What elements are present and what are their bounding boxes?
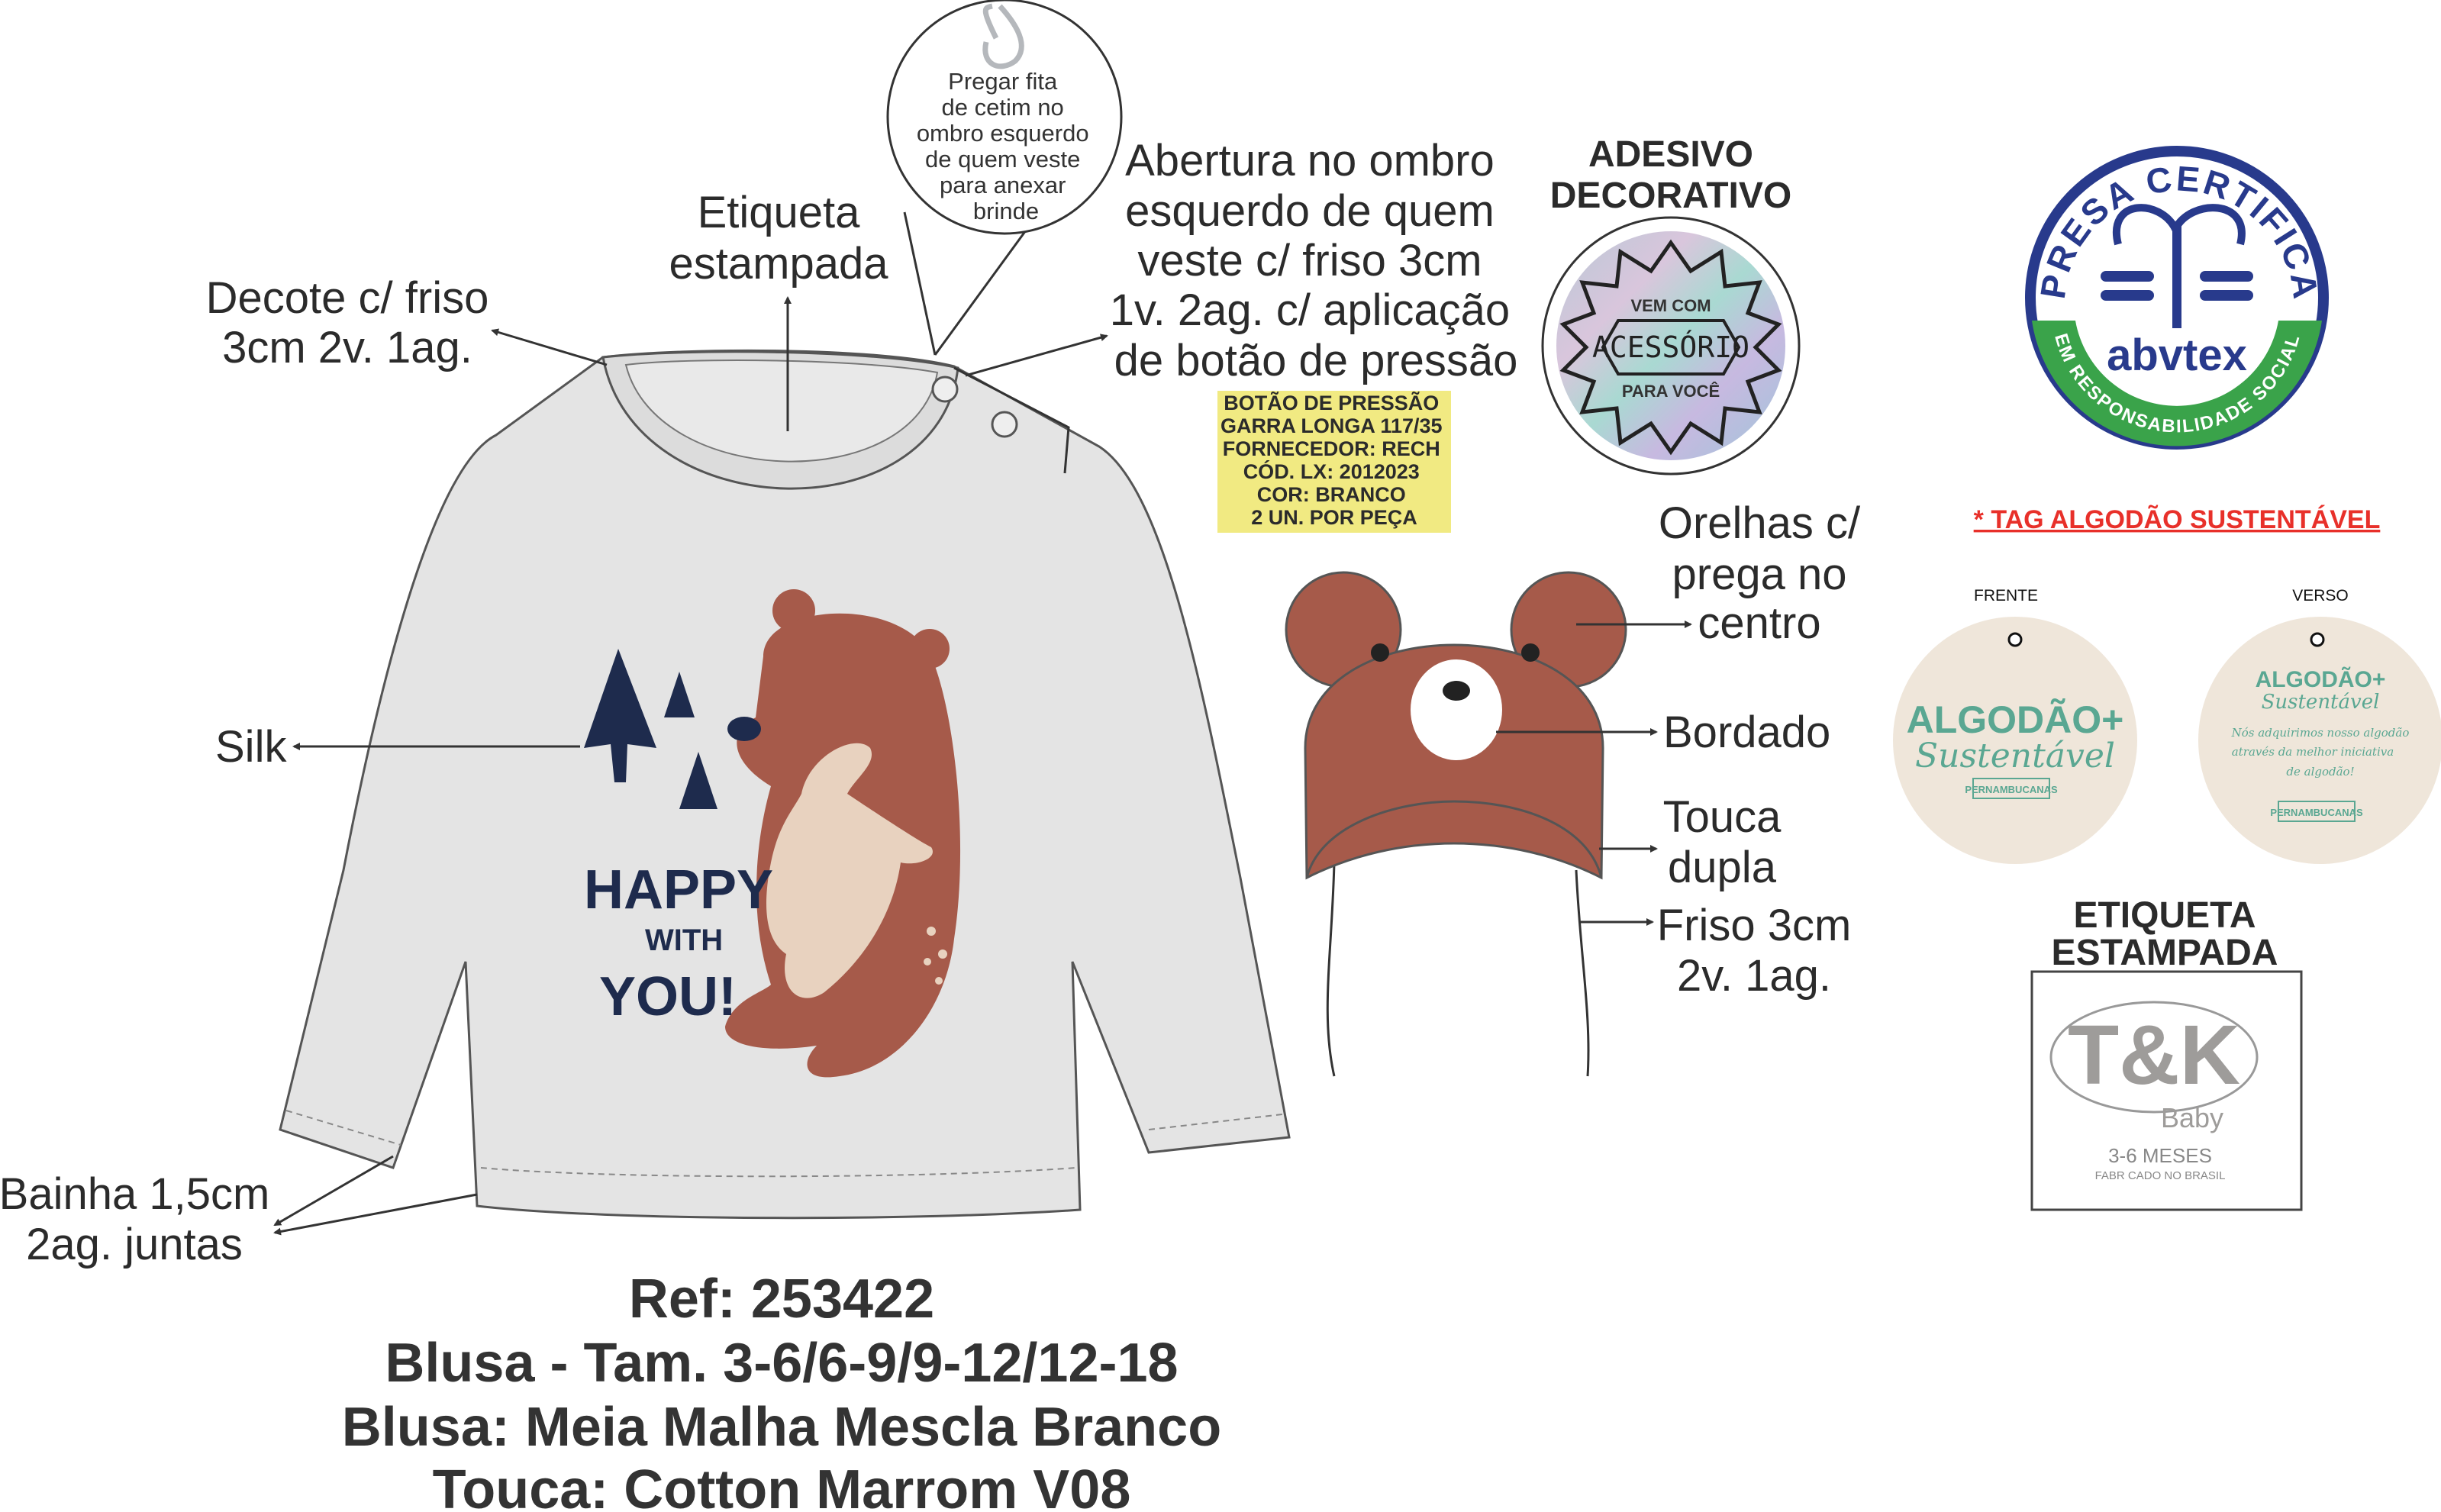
svg-text:PARA VOCÊ: PARA VOCÊ	[1622, 382, 1720, 401]
abertura-label: Abertura no ombro esquerdo de quem veste…	[1110, 136, 1523, 385]
svg-text:ACESSÓRIO: ACESSÓRIO	[1592, 330, 1749, 364]
svg-text:VEM COM: VEM COM	[1630, 296, 1711, 315]
svg-text:FABR CADO NO BRASIL: FABR CADO NO BRASIL	[2095, 1169, 2226, 1182]
svg-text:VERSO: VERSO	[2292, 587, 2349, 604]
button-spec-box: BOTÃO DE PRESSÃO GARRA LONGA 117/35 FORN…	[1217, 391, 1451, 533]
svg-text:PERNAMBUCANAS: PERNAMBUCANAS	[1965, 784, 2058, 795]
tk-logo: T&K	[2068, 1008, 2240, 1102]
print-happy: HAPPY	[584, 859, 773, 920]
tree-icon	[584, 649, 717, 809]
annotation-arrows	[273, 211, 1692, 1236]
snap-button	[991, 411, 1018, 438]
svg-text:BOTÃO DE PRESSÃO GARRA L: BOTÃO DE PRESSÃO GARRA LONGA 117/35 FORN…	[1220, 391, 1448, 529]
print-you: YOU!	[599, 966, 737, 1027]
svg-text:Sustentável: Sustentável	[1915, 737, 2115, 775]
svg-text:Blusa - Tam. 3-6/6-9/9-12/12-1: Blusa - Tam. 3-6/6-9/9-12/12-18	[385, 1333, 1178, 1394]
svg-text:Pregar fita de cetim no: Pregar fita de cetim no ombro esquerdo d…	[917, 68, 1095, 224]
hat-face	[1411, 659, 1502, 760]
svg-text:abvtex: abvtex	[2107, 330, 2247, 380]
hat-body	[1304, 643, 1604, 880]
svg-text:Ref: 253422: Ref: 253422	[629, 1269, 934, 1330]
callout-bubble: Pregar fita de cetim no ombro esquerdo d…	[886, 0, 1123, 235]
print-with: WITH	[645, 924, 723, 957]
svg-text:Sustentável: Sustentável	[2262, 691, 2380, 714]
silk-label: Silk	[215, 722, 287, 772]
svg-text:FRENTE: FRENTE	[1974, 587, 2038, 604]
svg-text:PERNAMBUCANAS: PERNAMBUCANAS	[2270, 807, 2363, 818]
bear-illustration	[725, 589, 961, 1078]
hat-drawing	[1285, 571, 1627, 1077]
svg-text:Touca: Cotton Marrom V08: Touca: Cotton Marrom V08	[433, 1459, 1131, 1512]
product-info: Ref: 253422 Blusa - Tam. 3-6/6-9/9-12/12…	[342, 1269, 1221, 1512]
svg-text:* TAG ALGODÃO SUSTENTÁVEL: * TAG ALGODÃO SUSTENTÁVEL	[1974, 505, 2381, 534]
svg-text:ALGODÃO+: ALGODÃO+	[1907, 698, 2124, 741]
snap-button	[931, 376, 959, 403]
bordado-label: Bordado	[1663, 708, 1830, 757]
svg-text:Baby: Baby	[2161, 1102, 2223, 1133]
sustainable-cotton-tag: * TAG ALGODÃO SUSTENTÁVEL FRENTE VERSO A…	[1893, 505, 2441, 864]
svg-text:3-6 MESES: 3-6 MESES	[2108, 1144, 2212, 1167]
svg-text:ALGODÃO+: ALGODÃO+	[2256, 666, 2386, 692]
svg-text:Blusa: Meia Malha Mescla Branc: Blusa: Meia Malha Mescla Branco	[342, 1397, 1221, 1458]
shirt-drawing: HAPPY WITH YOU!	[279, 349, 1291, 1220]
